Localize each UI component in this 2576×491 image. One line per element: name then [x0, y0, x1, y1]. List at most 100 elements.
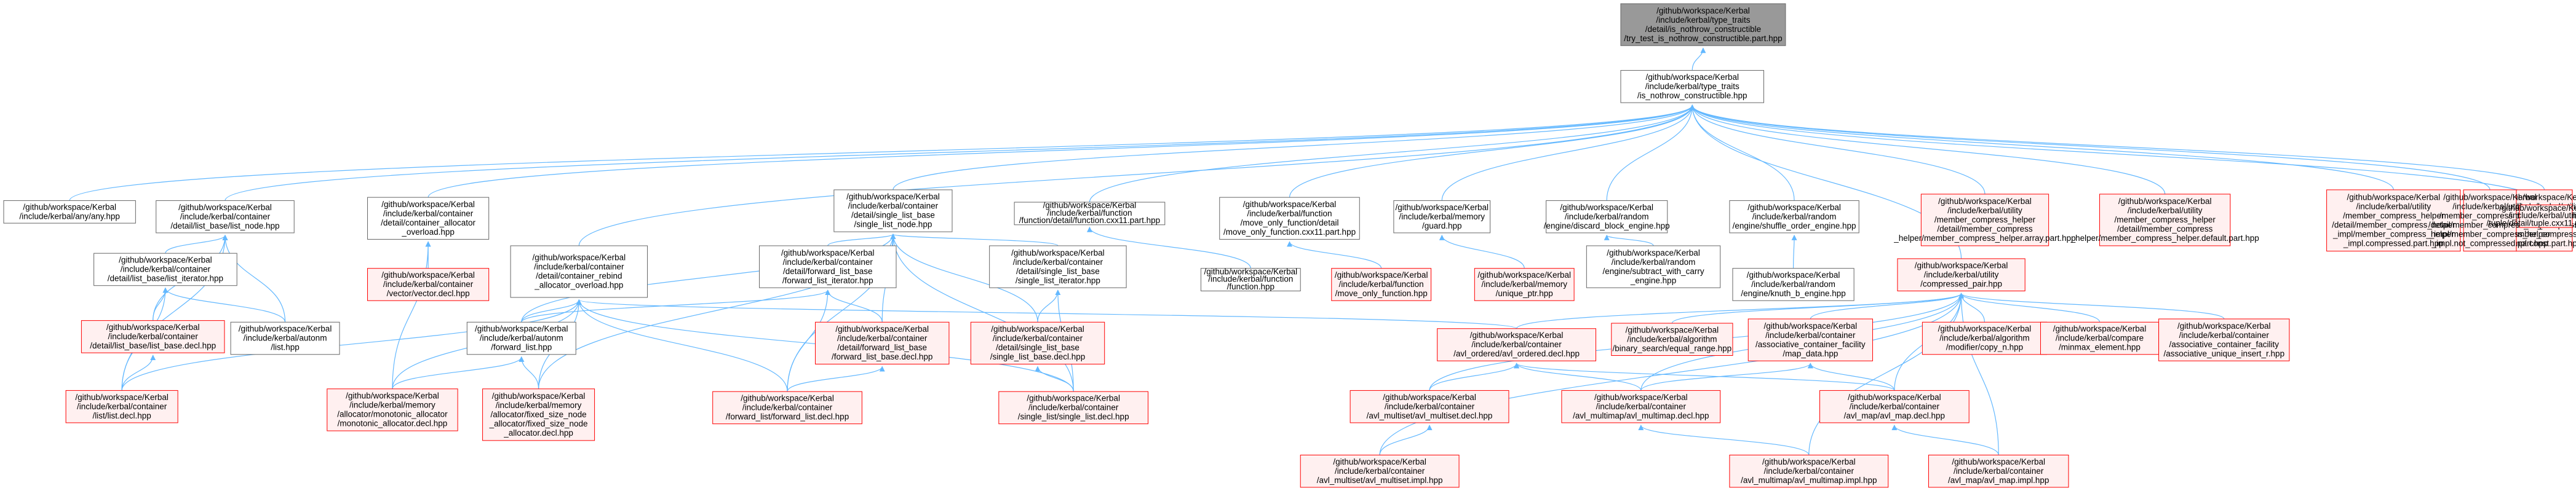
file-node[interactable]: /github/workspace/Kerbal/include/kerbal/… [1732, 268, 1854, 301]
file-node[interactable]: /github/workspace/Kerbal/include/kerbal/… [1729, 200, 1859, 234]
file-node-label: _helper/member_compress_helper.default.p… [2070, 234, 2259, 243]
file-node[interactable]: /github/workspace/Kerbal/include/kerbal/… [1893, 194, 2076, 246]
file-node[interactable]: /github/workspace/Kerbal/include/kerbal/… [712, 391, 862, 425]
file-node[interactable]: /github/workspace/Kerbal/include/kerbal/… [2486, 203, 2576, 228]
file-node-label: _impl/member_compress_helper [2429, 229, 2551, 238]
file-node-label: /github/workspace/Kerbal [381, 200, 475, 209]
file-node-label: /github/workspace/Kerbal [1952, 457, 2045, 466]
file-node-label: /single_list_node.hpp [854, 220, 932, 229]
file-node-label: /minmax_element.hpp [2059, 343, 2141, 352]
file-node-box [998, 391, 1148, 425]
file-node-label: /github/workspace/Kerbal [119, 256, 212, 265]
file-node[interactable]: /github/workspace/Kerbal/include/kerbal/… [1611, 323, 1733, 356]
file-node-label: /github/workspace/Kerbal [1938, 197, 2032, 206]
file-node-box [1729, 200, 1859, 234]
file-node[interactable]: /github/workspace/Kerbal/include/kerbal/… [1350, 390, 1509, 423]
file-node[interactable]: /github/workspace/Kerbal/include/kerbal/… [1300, 454, 1460, 488]
file-node-label: /include/kerbal/container [837, 334, 928, 343]
file-node[interactable]: /github/workspace/Kerbal/include/kerbal/… [482, 388, 595, 441]
file-node[interactable]: /github/workspace/Kerbal/include/kerbal/… [93, 253, 237, 286]
file-node-label: /list/list.decl.hpp [92, 411, 151, 420]
file-node[interactable]: /github/workspace/Kerbal/include/kerbal/… [1474, 268, 1575, 301]
file-node[interactable]: /github/workspace/Kerbal/include/kerbal/… [1620, 70, 1765, 103]
file-node[interactable]: /github/workspace/Kerbal/include/kerbal/… [367, 268, 490, 301]
file-node[interactable]: /github/workspace/Kerbal/include/kerbal/… [2040, 321, 2160, 355]
file-node-label: /include/kerbal/utility [2508, 211, 2576, 220]
file-node[interactable]: /github/workspace/Kerbal/include/kerbal/… [759, 245, 897, 288]
file-node-label: /github/workspace/Kerbal [492, 391, 586, 401]
file-node-box [2326, 189, 2461, 252]
file-node[interactable]: /github/workspace/Kerbal/include/kerbal/… [1586, 245, 1721, 288]
file-node-label: /engine/discard_block_engine.hpp [1544, 221, 1670, 230]
file-node[interactable]: /github/workspace/Kerbal/include/kerbal/… [1729, 454, 1889, 488]
file-node-label: /github/workspace/Kerbal [991, 324, 1084, 334]
file-node[interactable]: /github/workspace/Kerbal/include/kerbal/… [833, 189, 953, 232]
file-node-label: /function.hpp [1227, 282, 1274, 291]
file-node-label: /avl_multimap/avl_multimap.decl.hpp [1573, 411, 1709, 420]
file-node-box [1200, 268, 1301, 291]
file-node[interactable]: /github/workspace/Kerbal/include/kerbal/… [1747, 318, 1873, 361]
file-node[interactable]: /github/workspace/Kerbal/include/kerbal/… [2326, 189, 2461, 252]
file-node[interactable]: /github/workspace/Kerbal/include/kerbal/… [1219, 197, 1360, 240]
file-node-label: /detail/single_list_base [1016, 267, 1100, 276]
file-node[interactable]: /github/workspace/Kerbal/include/kerbal/… [3, 200, 136, 224]
dependency-edge [1439, 234, 1525, 269]
dependency-edge [162, 287, 286, 323]
file-node[interactable]: /github/workspace/Kerbal/include/kerbal/… [81, 320, 225, 353]
file-node-label: /include/kerbal/utility [1924, 270, 1999, 279]
file-node-label: /include/kerbal/container [108, 332, 199, 341]
file-node-label: /github/workspace/Kerbal [178, 203, 272, 212]
file-node-label: /include/kerbal/container [383, 209, 474, 218]
file-node-label: /include/kerbal/container [1385, 402, 1475, 411]
dependency-edge [121, 355, 156, 391]
file-node[interactable]: /github/workspace/Kerbal/include/kerbal/… [1561, 390, 1721, 423]
file-node-label: /include/kerbal/random [1565, 212, 1649, 221]
file-node-label: /github/workspace/Kerbal [1243, 200, 1337, 209]
file-node-label: /forward_list_iterator.hpp [782, 276, 873, 285]
file-node-label: /include/kerbal/utility [2356, 202, 2431, 211]
file-node[interactable]: /github/workspace/Kerbal/include/kerbal/… [156, 200, 295, 234]
file-node[interactable]: /github/workspace/Kerbal/include/kerbal/… [1393, 200, 1491, 234]
file-node[interactable]: /github/workspace/Kerbal/include/kerbal/… [1922, 321, 2048, 355]
file-node[interactable]: /github/workspace/Kerbal/include/kerbal/… [327, 388, 458, 431]
file-node[interactable]: /github/workspace/Kerbal/include/kerbal/… [466, 321, 576, 355]
file-node[interactable]: /github/workspace/Kerbal/include/kerbal/… [367, 197, 490, 240]
file-node[interactable]: /github/workspace/Kerbal/include/kerbal/… [998, 391, 1148, 425]
file-node[interactable]: /github/workspace/Kerbal/include/kerbal/… [1819, 390, 1970, 423]
file-node-label: /unique_ptr.hpp [1496, 289, 1553, 298]
file-node-box [1331, 268, 1432, 301]
dependency-edge [576, 299, 788, 392]
file-node-label: /detail/forward_list_base [837, 343, 927, 352]
file-node-label: /include/kerbal/autonm [480, 334, 563, 343]
file-node[interactable]: /github/workspace/Kerbal/include/kerbal/… [2070, 194, 2259, 246]
file-node-label: /github/workspace/Kerbal [2053, 324, 2147, 334]
file-node[interactable]: /github/workspace/Kerbal/include/kerbal/… [2158, 318, 2290, 361]
root-file-node[interactable]: /github/workspace/Kerbal/include/kerbal/… [1620, 3, 1786, 46]
file-node-box [833, 189, 953, 232]
file-node-label: /github/workspace/Kerbal [2443, 192, 2537, 202]
file-node-box [1620, 70, 1765, 103]
file-node-label: /associative_unique_insert_r.hpp [2163, 349, 2284, 358]
file-node[interactable]: /github/workspace/Kerbal/include/kerbal/… [65, 390, 178, 423]
file-node[interactable]: /github/workspace/Kerbal/include/kerbal/… [815, 321, 950, 365]
file-node[interactable]: /github/workspace/Kerbal/include/kerbal/… [989, 245, 1127, 288]
file-node[interactable]: /github/workspace/Kerbal/include/kerbal/… [1437, 328, 1597, 361]
file-node[interactable]: /github/workspace/Kerbal/include/kerbal/… [1544, 200, 1670, 234]
file-node[interactable]: /github/workspace/Kerbal/include/kerbal/… [1014, 201, 1166, 226]
file-node[interactable]: /github/workspace/Kerbal/include/kerbal/… [1897, 258, 2025, 291]
file-node[interactable]: /github/workspace/Kerbal/include/kerbal/… [230, 321, 340, 355]
file-node-label: /member_compress_helper [1934, 215, 2036, 224]
file-node-label: /github/workspace/Kerbal [1915, 261, 2008, 270]
file-node-label: /include/kerbal/utility [1947, 206, 2022, 215]
file-node-label: /github/workspace/Kerbal [1395, 203, 1489, 212]
file-node[interactable]: /github/workspace/Kerbal/include/kerbal/… [1331, 268, 1432, 301]
file-node[interactable]: /github/workspace/Kerbal/include/kerbal/… [1928, 454, 2069, 488]
file-node-label: /include/kerbal/container [1764, 466, 1854, 476]
file-node[interactable]: /github/workspace/Kerbal/include/kerbal/… [970, 321, 1105, 365]
file-node-label: /engine/subtract_with_carry [1602, 267, 1704, 276]
file-node-label: _impl.const.part.hpp [2506, 238, 2576, 248]
file-node[interactable]: /github/workspace/Kerbal/include/kerbal/… [1200, 267, 1301, 291]
file-node-label: /github/workspace/Kerbal [106, 323, 200, 332]
file-node-box [1393, 200, 1491, 234]
file-node[interactable]: /github/workspace/Kerbal/include/kerbal/… [510, 245, 648, 298]
